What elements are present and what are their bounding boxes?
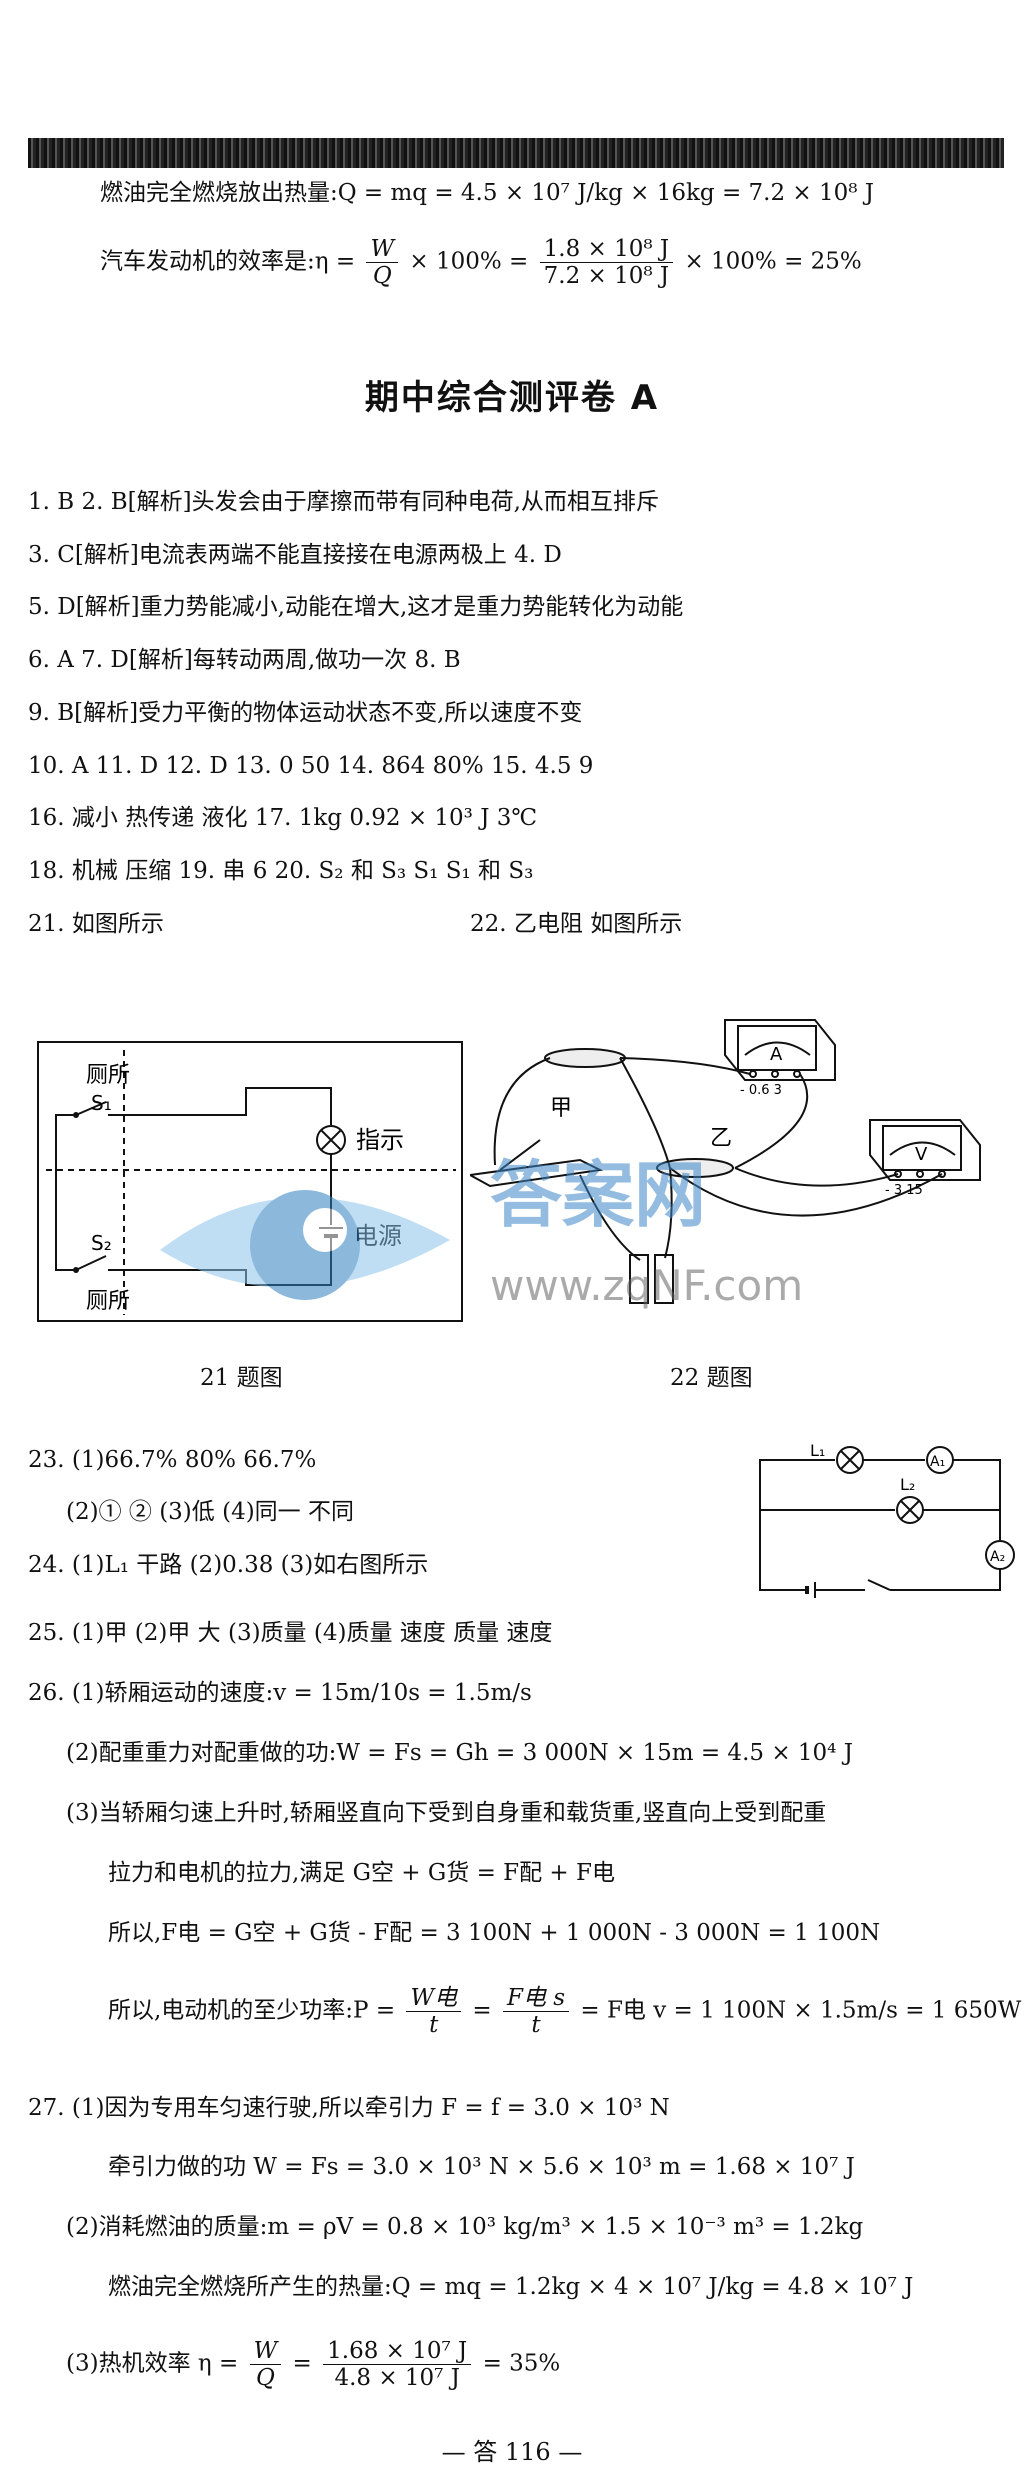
resistor-yi-label: 乙 bbox=[710, 1126, 732, 1151]
answer-line: 16. 减小 热传递 液化 17. 1kg 0.92 × 10³ J 3℃ bbox=[28, 805, 538, 831]
answer-line: 3. C[解析]电流表两端不能直接接在电源两极上 4. D bbox=[28, 542, 562, 568]
text: = 35% bbox=[482, 2350, 561, 2377]
answer-line: 1. B 2. B[解析]头发会由于摩擦而带有同种电荷,从而相互排斥 bbox=[28, 489, 659, 515]
lamp-l2-label: L₂ bbox=[900, 1475, 915, 1494]
answer-line: (2)① ② (3)低 (4)同一 不同 bbox=[66, 1499, 354, 1525]
caption-22: 22 题图 bbox=[670, 1365, 753, 1391]
answer-line: 燃油完全燃烧所产生的热量:Q = mq = 1.2kg × 4 × 10⁷ J/… bbox=[108, 2274, 914, 2300]
switch-s2-label: S₂ bbox=[91, 1231, 112, 1255]
header-bar bbox=[28, 138, 1004, 168]
text: 所以,电动机的至少功率:P = bbox=[108, 1997, 396, 2024]
answer-line: 26. (1)轿厢运动的速度:v = 15m/10s = 1.5m/s bbox=[28, 1680, 532, 1706]
watermark-logo: 答案网 www.zqNF.com bbox=[160, 1153, 803, 1310]
lamp-l1-label: L₁ bbox=[810, 1441, 825, 1460]
text: = F电 v = 1 100N × 1.5m/s = 1 650W bbox=[580, 1997, 1022, 2024]
page-title: 期中综合测评卷 A bbox=[364, 378, 660, 418]
answer-line: 6. A 7. D[解析]每转动两周,做功一次 8. B bbox=[28, 647, 461, 673]
label-toilet-top: 厕所 bbox=[86, 1063, 130, 1088]
caption-21: 21 题图 bbox=[200, 1365, 283, 1391]
answer-line: 10. A 11. D 12. D 13. 0 50 14. 864 80% 1… bbox=[28, 753, 594, 779]
lamp-label: 指示 bbox=[356, 1126, 404, 1154]
voltmeter-label: V bbox=[915, 1144, 928, 1165]
answer-line: 22. 乙电阻 如图所示 bbox=[470, 911, 683, 937]
ammeter-label: A bbox=[770, 1044, 783, 1065]
answer-line: 25. (1)甲 (2)甲 大 (3)质量 (4)质量 速度 质量 速度 bbox=[28, 1620, 553, 1646]
watermark-text: 答案网 bbox=[490, 1153, 706, 1237]
answer-line: 拉力和电机的拉力,满足 G空 + G货 = F配 + F电 bbox=[108, 1860, 615, 1886]
answer-line: 21. 如图所示 bbox=[28, 911, 164, 937]
intro-line-1: 燃油完全燃烧放出热量:Q = mq = 4.5 × 10⁷ J/kg × 16k… bbox=[100, 180, 875, 206]
answer-line: 18. 机械 压缩 19. 串 6 20. S₂ 和 S₃ S₁ S₁ 和 S₃ bbox=[28, 858, 534, 884]
answer-line: 5. D[解析]重力势能减小,动能在增大,这才是重力势能转化为动能 bbox=[28, 594, 684, 620]
switch-s1-label: S₁ bbox=[91, 1091, 112, 1115]
answer-line: 9. B[解析]受力平衡的物体运动状态不变,所以速度不变 bbox=[28, 700, 583, 726]
ammeter-a1-label: A₁ bbox=[930, 1454, 945, 1470]
answer-line: 27. (1)因为专用车匀速行驶,所以牵引力 F = f = 3.0 × 10³… bbox=[28, 2095, 670, 2121]
circuit-diagram-24: L₁ L₂ A₁ A₂ bbox=[759, 1441, 1015, 1598]
answer-line: 牵引力做的功 W = Fs = 3.0 × 10³ N × 5.6 × 10³ … bbox=[108, 2154, 855, 2180]
answer-line: (2)配重重力对配重做的功:W = Fs = Gh = 3 000N × 15m… bbox=[66, 1740, 853, 1766]
voltmeter-scale: - 3 15 bbox=[885, 1183, 923, 1198]
ammeter-scale: - 0.6 3 bbox=[740, 1083, 782, 1098]
resistor-jia-label: 甲 bbox=[550, 1096, 572, 1121]
label-toilet-bottom: 厕所 bbox=[86, 1289, 130, 1314]
answer-line: 所以,F电 = G空 + G货 - F配 = 3 100N + 1 000N -… bbox=[108, 1920, 881, 1946]
answer-line: 24. (1)L₁ 干路 (2)0.38 (3)如右图所示 bbox=[28, 1552, 429, 1578]
answer-line: 23. (1)66.7% 80% 66.7% bbox=[28, 1447, 317, 1473]
answer-line: (3)当轿厢匀速上升时,轿厢竖直向下受到自身重和载货重,竖直向上受到配重 bbox=[66, 1800, 827, 1826]
text: × 100% = bbox=[409, 248, 529, 275]
ammeter-a2-label: A₂ bbox=[990, 1549, 1005, 1565]
apparatus-diagram-22: A - 0.6 3 V - 3 15 甲 乙 bbox=[470, 1019, 981, 1304]
text: × 100% = 25% bbox=[684, 248, 862, 275]
watermark-url: www.zqNF.com bbox=[490, 1261, 803, 1310]
text: 汽车发动机的效率是:η = bbox=[100, 248, 356, 275]
page-number: — 答 116 — bbox=[441, 2438, 583, 2466]
text: (3)热机效率 η = bbox=[66, 2350, 239, 2377]
answer-line: (2)消耗燃油的质量:m = ρV = 0.8 × 10³ kg/m³ × 1.… bbox=[66, 2214, 864, 2240]
